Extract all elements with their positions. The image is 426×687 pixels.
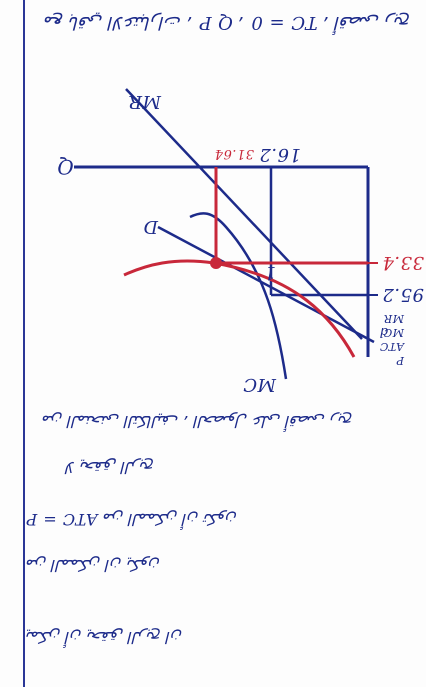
label-mc: MC bbox=[242, 374, 276, 395]
value-quantity-right: 16.2 bbox=[258, 144, 301, 165]
value-price: 95.2 bbox=[381, 284, 424, 305]
note-line-3: ATC = P من الممكن أن تكون bbox=[26, 510, 238, 529]
mc-curve bbox=[189, 212, 288, 380]
vertical-tick-mark: 1 bbox=[264, 262, 276, 283]
label-atc: d bbox=[379, 324, 388, 339]
margin-line bbox=[23, 0, 25, 687]
value-atc: 33.4 bbox=[381, 252, 424, 273]
note-line-1: من المنحنى التكاليف ، الحصول على أقصى رب… bbox=[42, 412, 353, 431]
demand-curve bbox=[157, 225, 375, 344]
mr-curve bbox=[125, 88, 363, 340]
label-mr: MR bbox=[128, 91, 161, 112]
note-line-4: من الممكن ان يكون bbox=[26, 556, 161, 575]
atc-curve bbox=[123, 259, 356, 358]
value-quantity-left: 31.64 bbox=[214, 146, 254, 161]
label-q: Q bbox=[57, 155, 74, 179]
label-y-axis: P ATC MC MR bbox=[379, 312, 404, 367]
label-d: D bbox=[143, 216, 158, 237]
note-line-2: لا يحقق الربح bbox=[66, 458, 155, 477]
note-line-5: يمكن أن يحقق الربح ان bbox=[26, 628, 183, 647]
